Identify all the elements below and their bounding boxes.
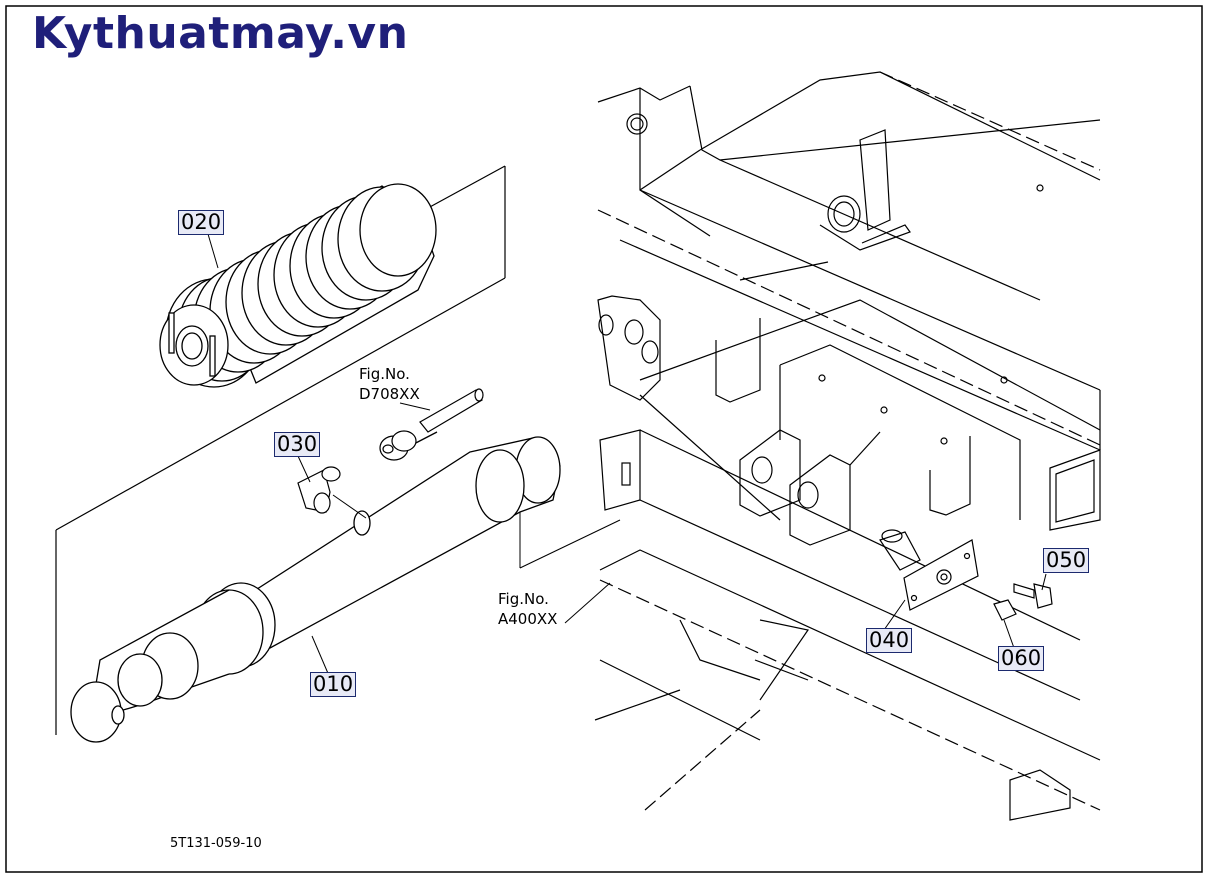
pipe-fitting: [379, 388, 484, 461]
figure-ref-label: Fig.No.: [359, 365, 410, 383]
leader-lines-left: [207, 233, 621, 679]
diagram-border: [5, 5, 1203, 873]
figure-ref-number: A400XX: [498, 610, 558, 628]
bolt-050: [1013, 583, 1053, 609]
callout-020[interactable]: 020: [178, 210, 225, 235]
bellows-boot: [159, 183, 437, 388]
callout-010[interactable]: 010: [310, 672, 357, 697]
callout-050[interactable]: 050: [1043, 548, 1090, 573]
drawing-code: 5T131-059-10: [170, 836, 262, 851]
callout-060[interactable]: 060: [998, 646, 1045, 671]
figure-ref-a400[interactable]: Fig.No. A400XX: [498, 589, 557, 629]
callout-030[interactable]: 030: [274, 432, 321, 457]
callout-040[interactable]: 040: [866, 628, 913, 653]
figure-ref-label: Fig.No.: [498, 590, 549, 608]
chassis-frame: [594, 71, 1101, 821]
site-logo-text: Kythuatmay.vn: [32, 8, 409, 59]
hydraulic-cylinder: [70, 431, 561, 743]
nut-060: [993, 599, 1017, 621]
elbow-fitting: [297, 466, 341, 514]
figure-ref-d708[interactable]: Fig.No. D708XX: [359, 364, 420, 404]
assembly-plane-outline: [55, 165, 506, 735]
leader-lines-right: [883, 573, 1047, 649]
figure-ref-number: D708XX: [359, 385, 420, 403]
